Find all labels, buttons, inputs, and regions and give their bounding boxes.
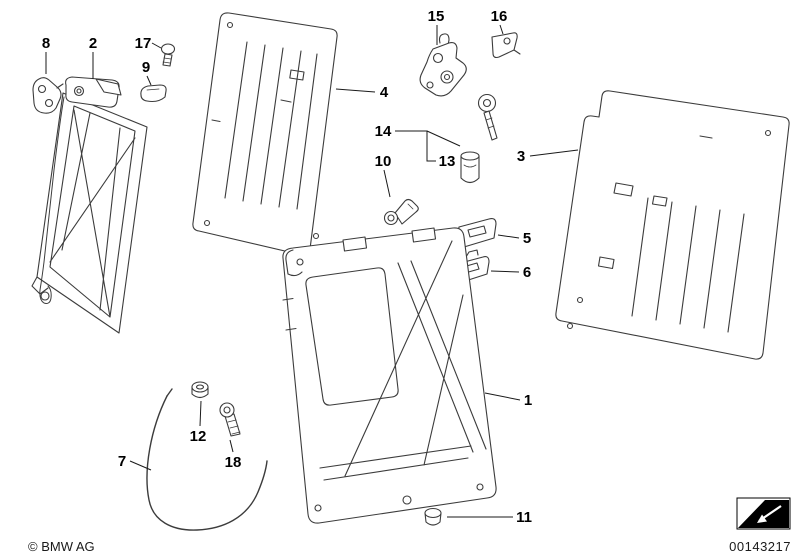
part-11-plug	[424, 507, 442, 526]
part-12-grommet	[191, 381, 209, 399]
callout-12[interactable]: 12	[190, 428, 207, 445]
part-16-bracket	[491, 32, 521, 59]
part-3-backrest-panel-right	[555, 90, 790, 360]
callout-2[interactable]: 2	[89, 35, 97, 52]
callout-13[interactable]: 13	[439, 153, 456, 170]
part-10-pivot-bracket	[383, 198, 419, 226]
part-8-hinge-bracket	[32, 77, 64, 114]
part-4-backrest-panel-left	[192, 12, 338, 256]
part-5-cover-bracket	[456, 218, 497, 248]
callout-14[interactable]: 14	[375, 123, 392, 140]
image-number-label: 00143217	[729, 539, 791, 554]
callout-16[interactable]: 16	[491, 8, 508, 25]
thumbnail-arrow-icon[interactable]	[736, 497, 791, 530]
part-7-bowden-wire	[146, 388, 268, 531]
callout-11[interactable]: 11	[516, 509, 532, 526]
callout-8[interactable]: 8	[42, 35, 50, 52]
callout-6[interactable]: 6	[523, 264, 531, 281]
callout-15[interactable]: 15	[428, 8, 445, 25]
callout-10[interactable]: 10	[375, 153, 392, 170]
callout-1[interactable]: 1	[524, 392, 532, 409]
copyright-label: © BMW AG	[28, 539, 95, 554]
callout-5[interactable]: 5	[523, 230, 531, 247]
part-13-key	[477, 93, 498, 141]
part-15-lock-mechanism	[419, 33, 467, 97]
part-18-screw	[219, 402, 241, 437]
part-2-backrest-frame-left	[31, 76, 148, 334]
part-9-retainer-bracket	[140, 84, 167, 103]
part-14-lock-cylinder	[460, 151, 480, 184]
part-17-screw	[160, 43, 176, 67]
callout-17[interactable]: 17	[135, 35, 152, 52]
callout-3[interactable]: 3	[517, 148, 525, 165]
callout-7[interactable]: 7	[118, 453, 126, 470]
callout-4[interactable]: 4	[380, 84, 389, 101]
callout-labels: 8 2 17 9 15 16 4 14 13 10 3 5 6 1 12 18 …	[42, 8, 532, 526]
callout-18[interactable]: 18	[225, 454, 242, 471]
part-1-backrest-frame	[282, 227, 497, 524]
callout-9[interactable]: 9	[142, 59, 150, 76]
leader-lines	[45, 24, 579, 518]
